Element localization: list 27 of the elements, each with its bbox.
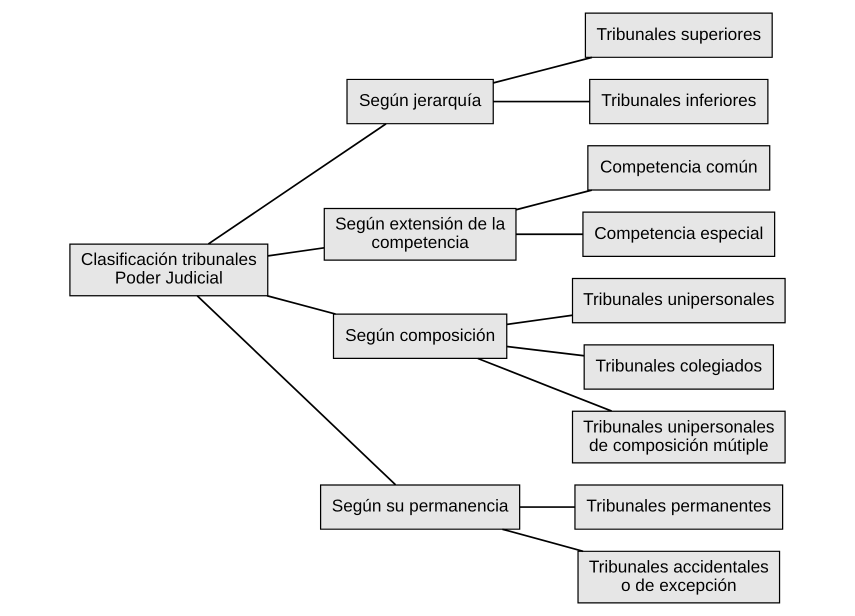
node-box: Competencia especial bbox=[582, 212, 776, 257]
connector bbox=[502, 528, 584, 552]
connector bbox=[208, 123, 387, 245]
node-box: Tribunales unipersonales bbox=[572, 278, 786, 324]
connector bbox=[516, 189, 592, 211]
node-box: Tribunales inferiores bbox=[589, 78, 768, 124]
node-box: Según composición bbox=[332, 314, 508, 359]
connector bbox=[493, 56, 592, 84]
node-box: Tribunales permanentes bbox=[574, 484, 784, 530]
node-box: Clasificación tribunales Poder Judicial bbox=[69, 243, 268, 296]
connector bbox=[268, 246, 324, 257]
node-box: Tribunales superiores bbox=[584, 12, 773, 58]
node-box: Según jerarquía bbox=[346, 78, 494, 124]
connector bbox=[520, 506, 575, 508]
connector bbox=[516, 233, 583, 236]
connector bbox=[506, 314, 572, 326]
node-box: Competencia común bbox=[587, 145, 770, 191]
connector bbox=[196, 295, 396, 486]
node-box: Según su permanencia bbox=[320, 484, 520, 530]
connector bbox=[266, 294, 336, 315]
connector bbox=[478, 358, 612, 412]
node-box: Según extensión de la competencia bbox=[324, 208, 517, 261]
node-box: Tribunales accidentales o de excepción bbox=[577, 550, 780, 604]
node-box: Tribunales unipersonales de composición mútiple bbox=[572, 410, 786, 464]
node-box: Tribunales colegiados bbox=[584, 344, 774, 390]
connector bbox=[506, 346, 584, 357]
connector bbox=[493, 100, 590, 102]
